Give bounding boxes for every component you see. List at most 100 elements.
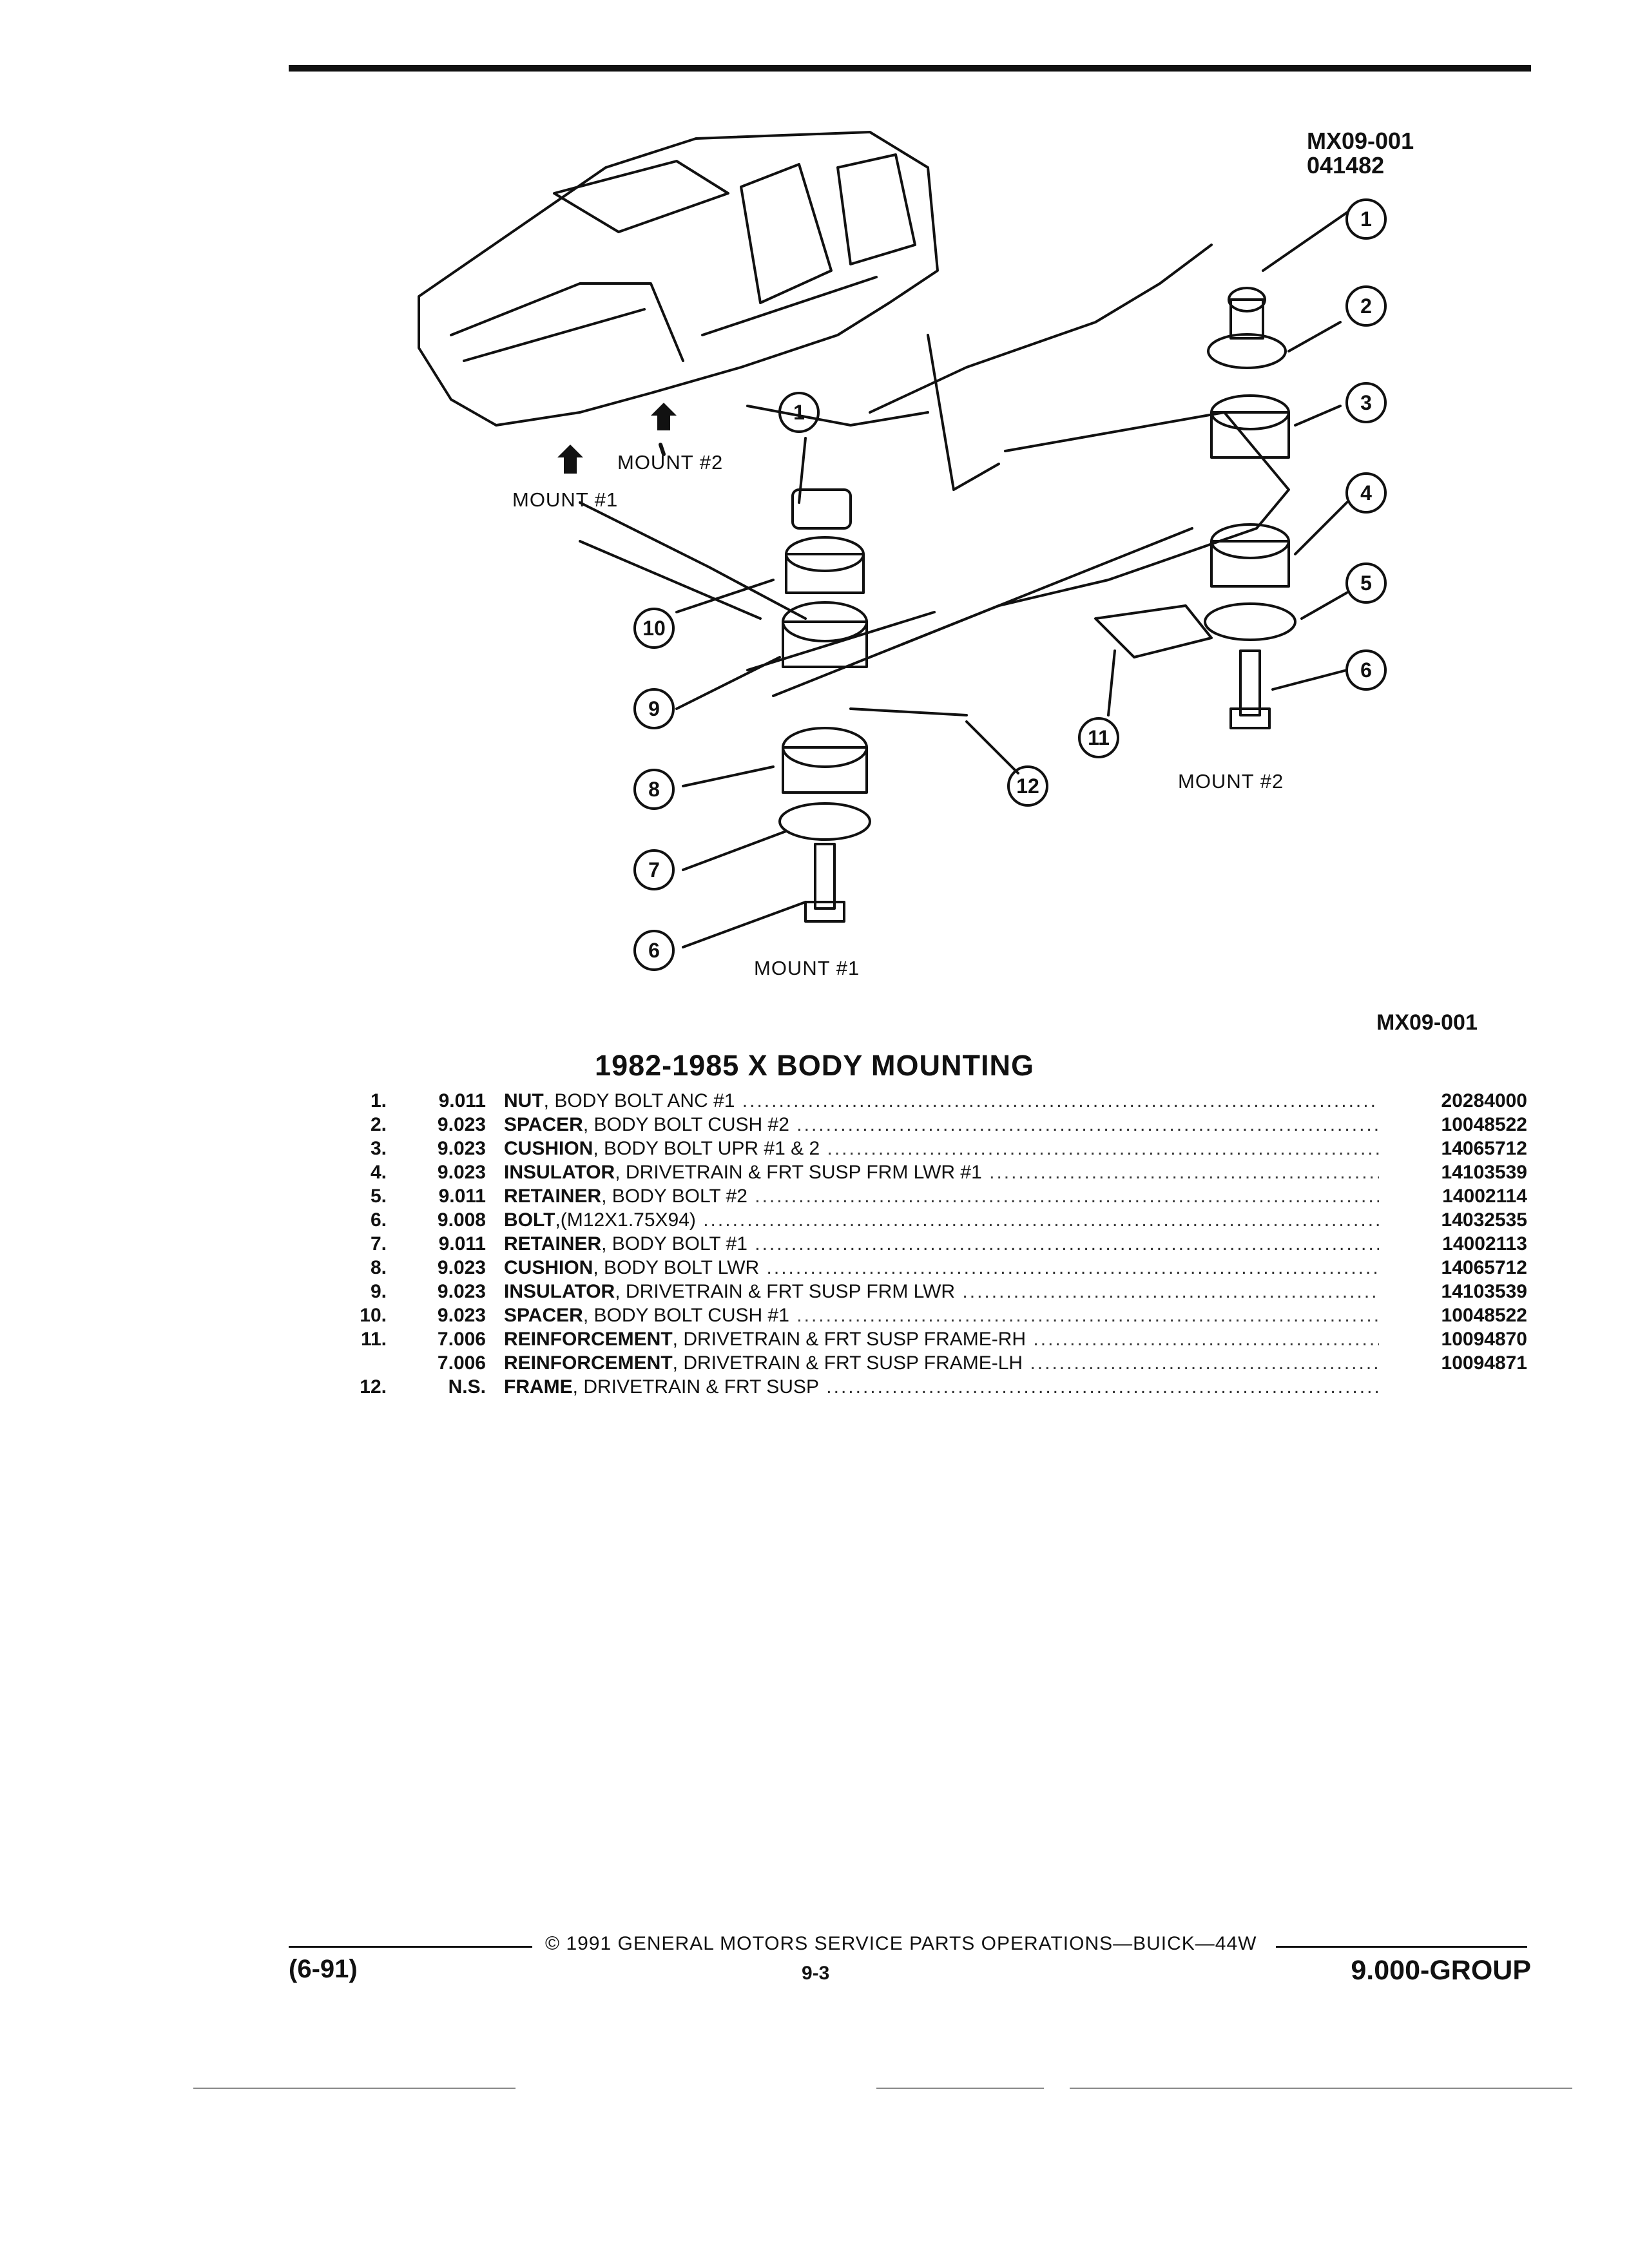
callout-7: 7 — [648, 858, 660, 881]
parts-row: 5. 9.011 14002114 RETAINER, BODY BOLT #2 ..… — [348, 1184, 1527, 1208]
leader-dots: ........................................… — [1033, 1329, 1379, 1350]
part-description: RETAINER, BODY BOLT #1 .................… — [504, 1232, 1379, 1256]
part-name: SPACER — [504, 1114, 583, 1135]
leader-dots: ........................................… — [827, 1138, 1379, 1159]
scan-artifact-line — [1070, 2088, 1572, 2089]
leader-dots: ........................................… — [766, 1257, 1379, 1278]
part-name: SPACER — [504, 1305, 583, 1326]
section-title: 1982-1985 X BODY MOUNTING — [595, 1049, 1034, 1082]
part-item-number: 3. — [370, 1138, 387, 1159]
scan-artifact-line — [876, 2088, 1044, 2089]
leader-dots: ........................................… — [703, 1209, 1379, 1231]
leader-dots: ........................................… — [755, 1186, 1379, 1207]
part-description: SPACER, BODY BOLT CUSH #1 ..............… — [504, 1303, 1379, 1327]
part-name: CUSHION — [504, 1257, 593, 1278]
part-detail: , BODY BOLT #1 — [601, 1233, 747, 1254]
part-description: INSULATOR, DRIVETRAIN & FRT SUSP FRM LWR… — [504, 1280, 1379, 1303]
callout-6-left: 6 — [648, 939, 660, 962]
part-description: RETAINER, BODY BOLT #2 .................… — [504, 1184, 1379, 1208]
part-description: SPACER, BODY BOLT CUSH #2 ..............… — [504, 1113, 1379, 1137]
part-group-number: 9.011 — [438, 1186, 486, 1207]
part-item-number: 9. — [370, 1281, 387, 1302]
mount-2-label-right: MOUNT #2 — [1178, 770, 1284, 793]
part-detail: , BODY BOLT CUSH #1 — [583, 1305, 789, 1326]
leader-dots: ........................................… — [989, 1162, 1379, 1183]
part-number: 14032535 — [1441, 1209, 1527, 1231]
leader-dots: ........................................… — [796, 1305, 1379, 1326]
figure-code-bottom: MX09-001 — [1376, 1010, 1478, 1035]
part-name: INSULATOR — [504, 1162, 615, 1183]
part-item-number: 6. — [370, 1209, 387, 1231]
part-number: 20284000 — [1441, 1090, 1527, 1111]
part-number: 14103539 — [1441, 1281, 1527, 1302]
part-item-number: 10. — [360, 1305, 387, 1326]
leader-dots: ........................................… — [1030, 1352, 1379, 1374]
part-item-number: 1. — [370, 1090, 387, 1111]
top-rule — [289, 65, 1531, 72]
part-number: 14002113 — [1442, 1233, 1527, 1254]
callout-8: 8 — [648, 778, 660, 801]
callout-12: 12 — [1016, 774, 1039, 798]
part-number: 10048522 — [1441, 1114, 1527, 1135]
leader-dots: ........................................… — [755, 1233, 1379, 1254]
callout-5: 5 — [1360, 572, 1372, 595]
part-detail: ,(M12X1.75X94) — [555, 1209, 696, 1231]
part-item-number: 5. — [370, 1186, 387, 1207]
leader-dots: ........................................… — [962, 1281, 1379, 1302]
part-name: REINFORCEMENT — [504, 1352, 673, 1374]
part-name: FRAME — [504, 1376, 573, 1398]
part-description: BOLT,(M12X1.75X94) .....................… — [504, 1208, 1379, 1232]
figure-date-code: 041482 — [1307, 152, 1385, 178]
footer-page-number: 9-3 — [802, 1963, 830, 1984]
part-name: CUSHION — [504, 1138, 593, 1159]
part-description: CUSHION, BODY BOLT UPR #1 & 2 ..........… — [504, 1137, 1379, 1160]
mount-1-label-bottom: MOUNT #1 — [754, 957, 860, 979]
part-detail: , DRIVETRAIN & FRT SUSP — [572, 1376, 819, 1398]
part-number: 14002114 — [1442, 1186, 1527, 1207]
part-group-number: 9.023 — [437, 1138, 486, 1159]
body-mounting-illustration: 1 2 3 4 5 6 1 10 9 8 7 6 11 12 — [418, 131, 1387, 971]
part-description: NUT, BODY BOLT ANC #1 ..................… — [504, 1089, 1379, 1113]
part-description: REINFORCEMENT, DRIVETRAIN & FRT SUSP FRA… — [504, 1351, 1379, 1375]
leader-dots: ........................................… — [796, 1114, 1379, 1135]
leader-dots: ........................................… — [826, 1376, 1379, 1398]
leader-dots: ........................................… — [742, 1090, 1379, 1111]
part-number: 14103539 — [1441, 1162, 1527, 1183]
part-number: 10094870 — [1441, 1329, 1527, 1350]
callout-10: 10 — [642, 617, 666, 640]
parts-row: 3. 9.023 14065712 CUSHION, BODY BOLT UPR #1… — [348, 1137, 1527, 1160]
footer-rule-left — [289, 1946, 532, 1948]
scan-artifact-line — [193, 2088, 516, 2089]
part-name: RETAINER — [504, 1233, 602, 1254]
part-group-number: 9.023 — [437, 1257, 486, 1278]
part-number: 14065712 — [1441, 1257, 1527, 1278]
callout-4: 4 — [1360, 481, 1372, 505]
footer-rule-right — [1276, 1946, 1527, 1948]
callout-6-right: 6 — [1360, 658, 1372, 682]
part-group-number: N.S. — [448, 1376, 486, 1398]
part-name: NUT — [504, 1090, 544, 1111]
part-number: 14065712 — [1441, 1138, 1527, 1159]
part-detail: , BODY BOLT LWR — [593, 1257, 760, 1278]
mount-2-label-left: MOUNT #2 — [617, 451, 724, 474]
figure-code: MX09-001 041482 — [1307, 129, 1414, 178]
part-item-number: 12. — [360, 1376, 387, 1398]
part-name: RETAINER — [504, 1186, 602, 1207]
part-description: INSULATOR, DRIVETRAIN & FRT SUSP FRM LWR… — [504, 1160, 1379, 1184]
part-detail: , DRIVETRAIN & FRT SUSP FRAME-RH — [672, 1329, 1027, 1350]
part-number: 10048522 — [1441, 1305, 1527, 1326]
part-detail: , BODY BOLT #2 — [601, 1186, 747, 1207]
callout-2: 2 — [1360, 294, 1372, 318]
part-group-number: 9.023 — [437, 1162, 486, 1183]
footer-copyright: © 1991 GENERAL MOTORS SERVICE PARTS OPER… — [545, 1933, 1257, 1954]
callout-11: 11 — [1088, 726, 1110, 749]
figure-code-id: MX09-001 — [1307, 128, 1414, 154]
